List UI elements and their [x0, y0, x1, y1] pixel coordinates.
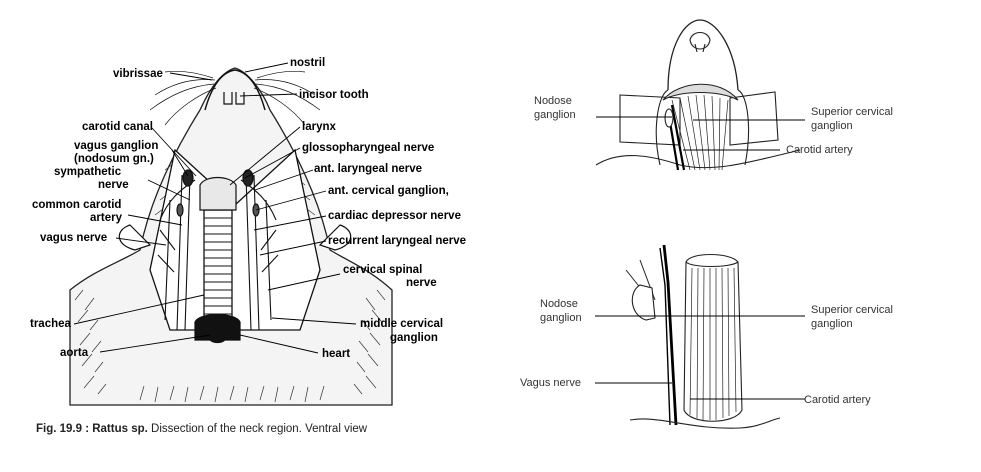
top-right-drawing	[595, 19, 805, 171]
label-carotid-canal: carotid canal	[82, 121, 153, 133]
label-ant-cervical-ganglion: ant. cervical ganglion,	[328, 185, 449, 197]
label-cervical-spinal-nerve-2: nerve	[406, 277, 437, 289]
bottom-label-nodose: Nodose	[540, 298, 578, 310]
trachea-rings	[204, 217, 232, 315]
muscle-fibers-top	[671, 94, 729, 171]
label-sympathetic-nerve: sympathetic	[54, 166, 122, 178]
top-label-nodose-2: ganglion	[534, 109, 576, 121]
label-cardiac-depressor-nerve: cardiac depressor nerve	[328, 210, 461, 222]
top-label-carotid-artery: Carotid artery	[786, 144, 853, 156]
label-glossopharyngeal-nerve: glossopharyngeal nerve	[302, 142, 435, 154]
label-common-carotid: common carotid	[32, 199, 122, 211]
caption-text: Dissection of the neck region. Ventral v…	[147, 423, 368, 435]
label-nostril: nostril	[290, 57, 326, 69]
label-vagus-ganglion-sub: (nodosum gn.)	[74, 153, 154, 165]
label-recurrent-laryngeal-nerve: recurrent laryngeal nerve	[328, 235, 467, 247]
label-cervical-spinal-nerve: cervical spinal	[343, 264, 423, 276]
label-incisor-tooth: incisor tooth	[299, 89, 369, 101]
top-label-superior-cervical-2: ganglion	[811, 120, 853, 132]
label-vagus-ganglion: vagus ganglion	[74, 140, 159, 152]
caption-fig-number: Fig. 19.9 : Rattus sp.	[36, 423, 148, 435]
label-trachea: trachea	[30, 318, 71, 330]
bottom-label-vagus-nerve: Vagus nerve	[520, 377, 581, 389]
top-label-nodose: Nodose	[534, 95, 572, 107]
label-middle-cervical-ganglion-2: ganglion	[390, 332, 438, 344]
muscle-fibers-bottom	[689, 267, 737, 421]
label-sympathetic-nerve-2: nerve	[98, 179, 129, 191]
label-vibrissae: vibrissae	[113, 68, 163, 80]
bottom-label-nodose-2: ganglion	[540, 312, 582, 324]
left-leader-lines	[73, 62, 357, 354]
label-heart: heart	[322, 348, 351, 360]
rat-dissection-drawing	[69, 62, 393, 406]
label-ant-laryngeal-nerve: ant. laryngeal nerve	[314, 163, 423, 175]
label-aorta: aorta	[60, 347, 89, 359]
label-larynx: larynx	[302, 121, 336, 133]
label-vagus-nerve: vagus nerve	[40, 232, 108, 244]
bottom-right-drawing	[595, 244, 805, 429]
label-middle-cervical-ganglion: middle cervical	[360, 318, 444, 330]
top-label-superior-cervical: Superior cervical	[811, 106, 893, 118]
bottom-label-superior-cervical: Superior cervical	[811, 304, 893, 316]
figure-caption: Fig. 19.9 : Rattus sp. Dissection of the…	[36, 423, 367, 435]
label-common-carotid-2: artery	[90, 212, 122, 224]
bottom-label-carotid-artery: Carotid artery	[804, 394, 871, 406]
bottom-label-superior-cervical-2: ganglion	[811, 318, 853, 330]
vibrissae-whiskers	[149, 70, 321, 126]
